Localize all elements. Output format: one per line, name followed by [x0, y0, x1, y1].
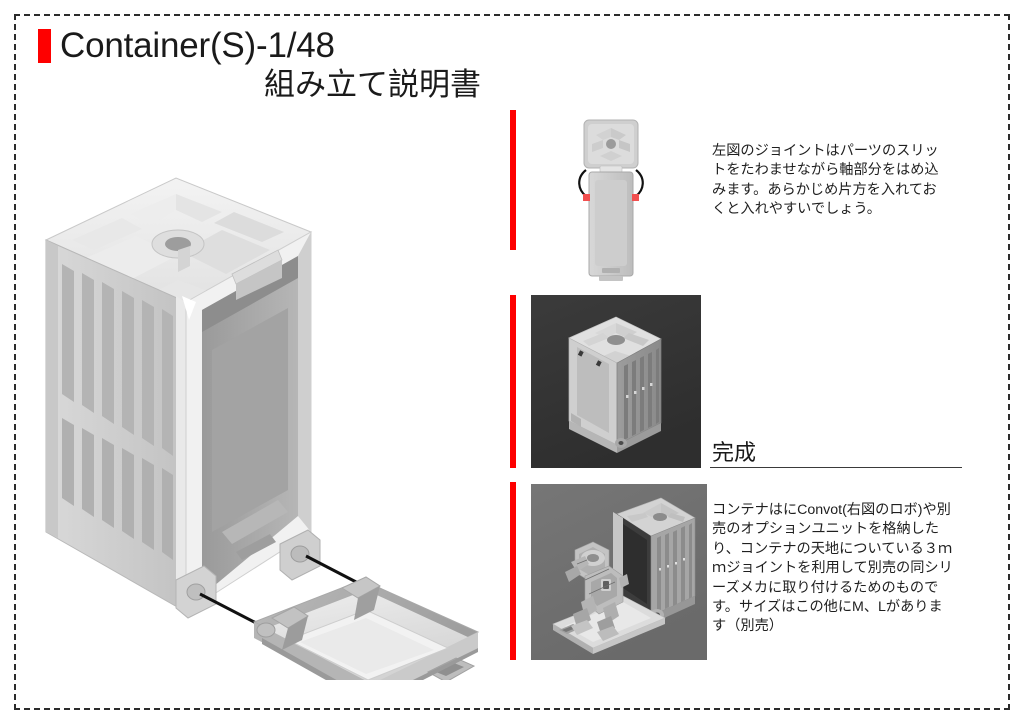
section-marker-usage	[510, 482, 516, 660]
page-subtitle: 組み立て説明書	[264, 67, 481, 102]
title-accent-marker	[38, 29, 51, 63]
joint-body	[588, 171, 634, 281]
container-louvered-face	[45, 239, 187, 613]
joint-slot-marker-right	[632, 194, 639, 201]
section-marker-finished	[510, 295, 516, 468]
finished-container-figure	[531, 295, 701, 468]
title-label: Container(S)-1/48	[60, 26, 335, 65]
joint-step-text: 左図のジョイントはパーツのスリットをたわませながら軸部分をはめ込みます。あらかじ…	[712, 143, 939, 218]
container-interior	[185, 231, 312, 613]
robot-figure	[565, 541, 629, 641]
section-marker-joint	[510, 110, 516, 250]
page-title: Container(S)-1/48	[38, 28, 335, 64]
assembly-guide-lines	[199, 554, 361, 628]
open-container	[613, 497, 696, 624]
finished-label: 完成	[712, 440, 757, 465]
joint-part-figure	[556, 110, 666, 290]
joint-plate	[583, 119, 639, 173]
container-with-robot-figure	[531, 484, 707, 660]
joint-slot-marker-left	[583, 194, 590, 201]
main-assembly-illustration	[26, 160, 486, 680]
container-top-face	[44, 177, 313, 312]
usage-step-text: コンテナはにConvot(右図のロボ)や別売のオプションユニットを格納したり、コ…	[712, 502, 953, 635]
ramp-door-part	[252, 576, 480, 680]
container-hinge-lugs	[175, 529, 321, 619]
finished-label-rule	[710, 467, 962, 468]
